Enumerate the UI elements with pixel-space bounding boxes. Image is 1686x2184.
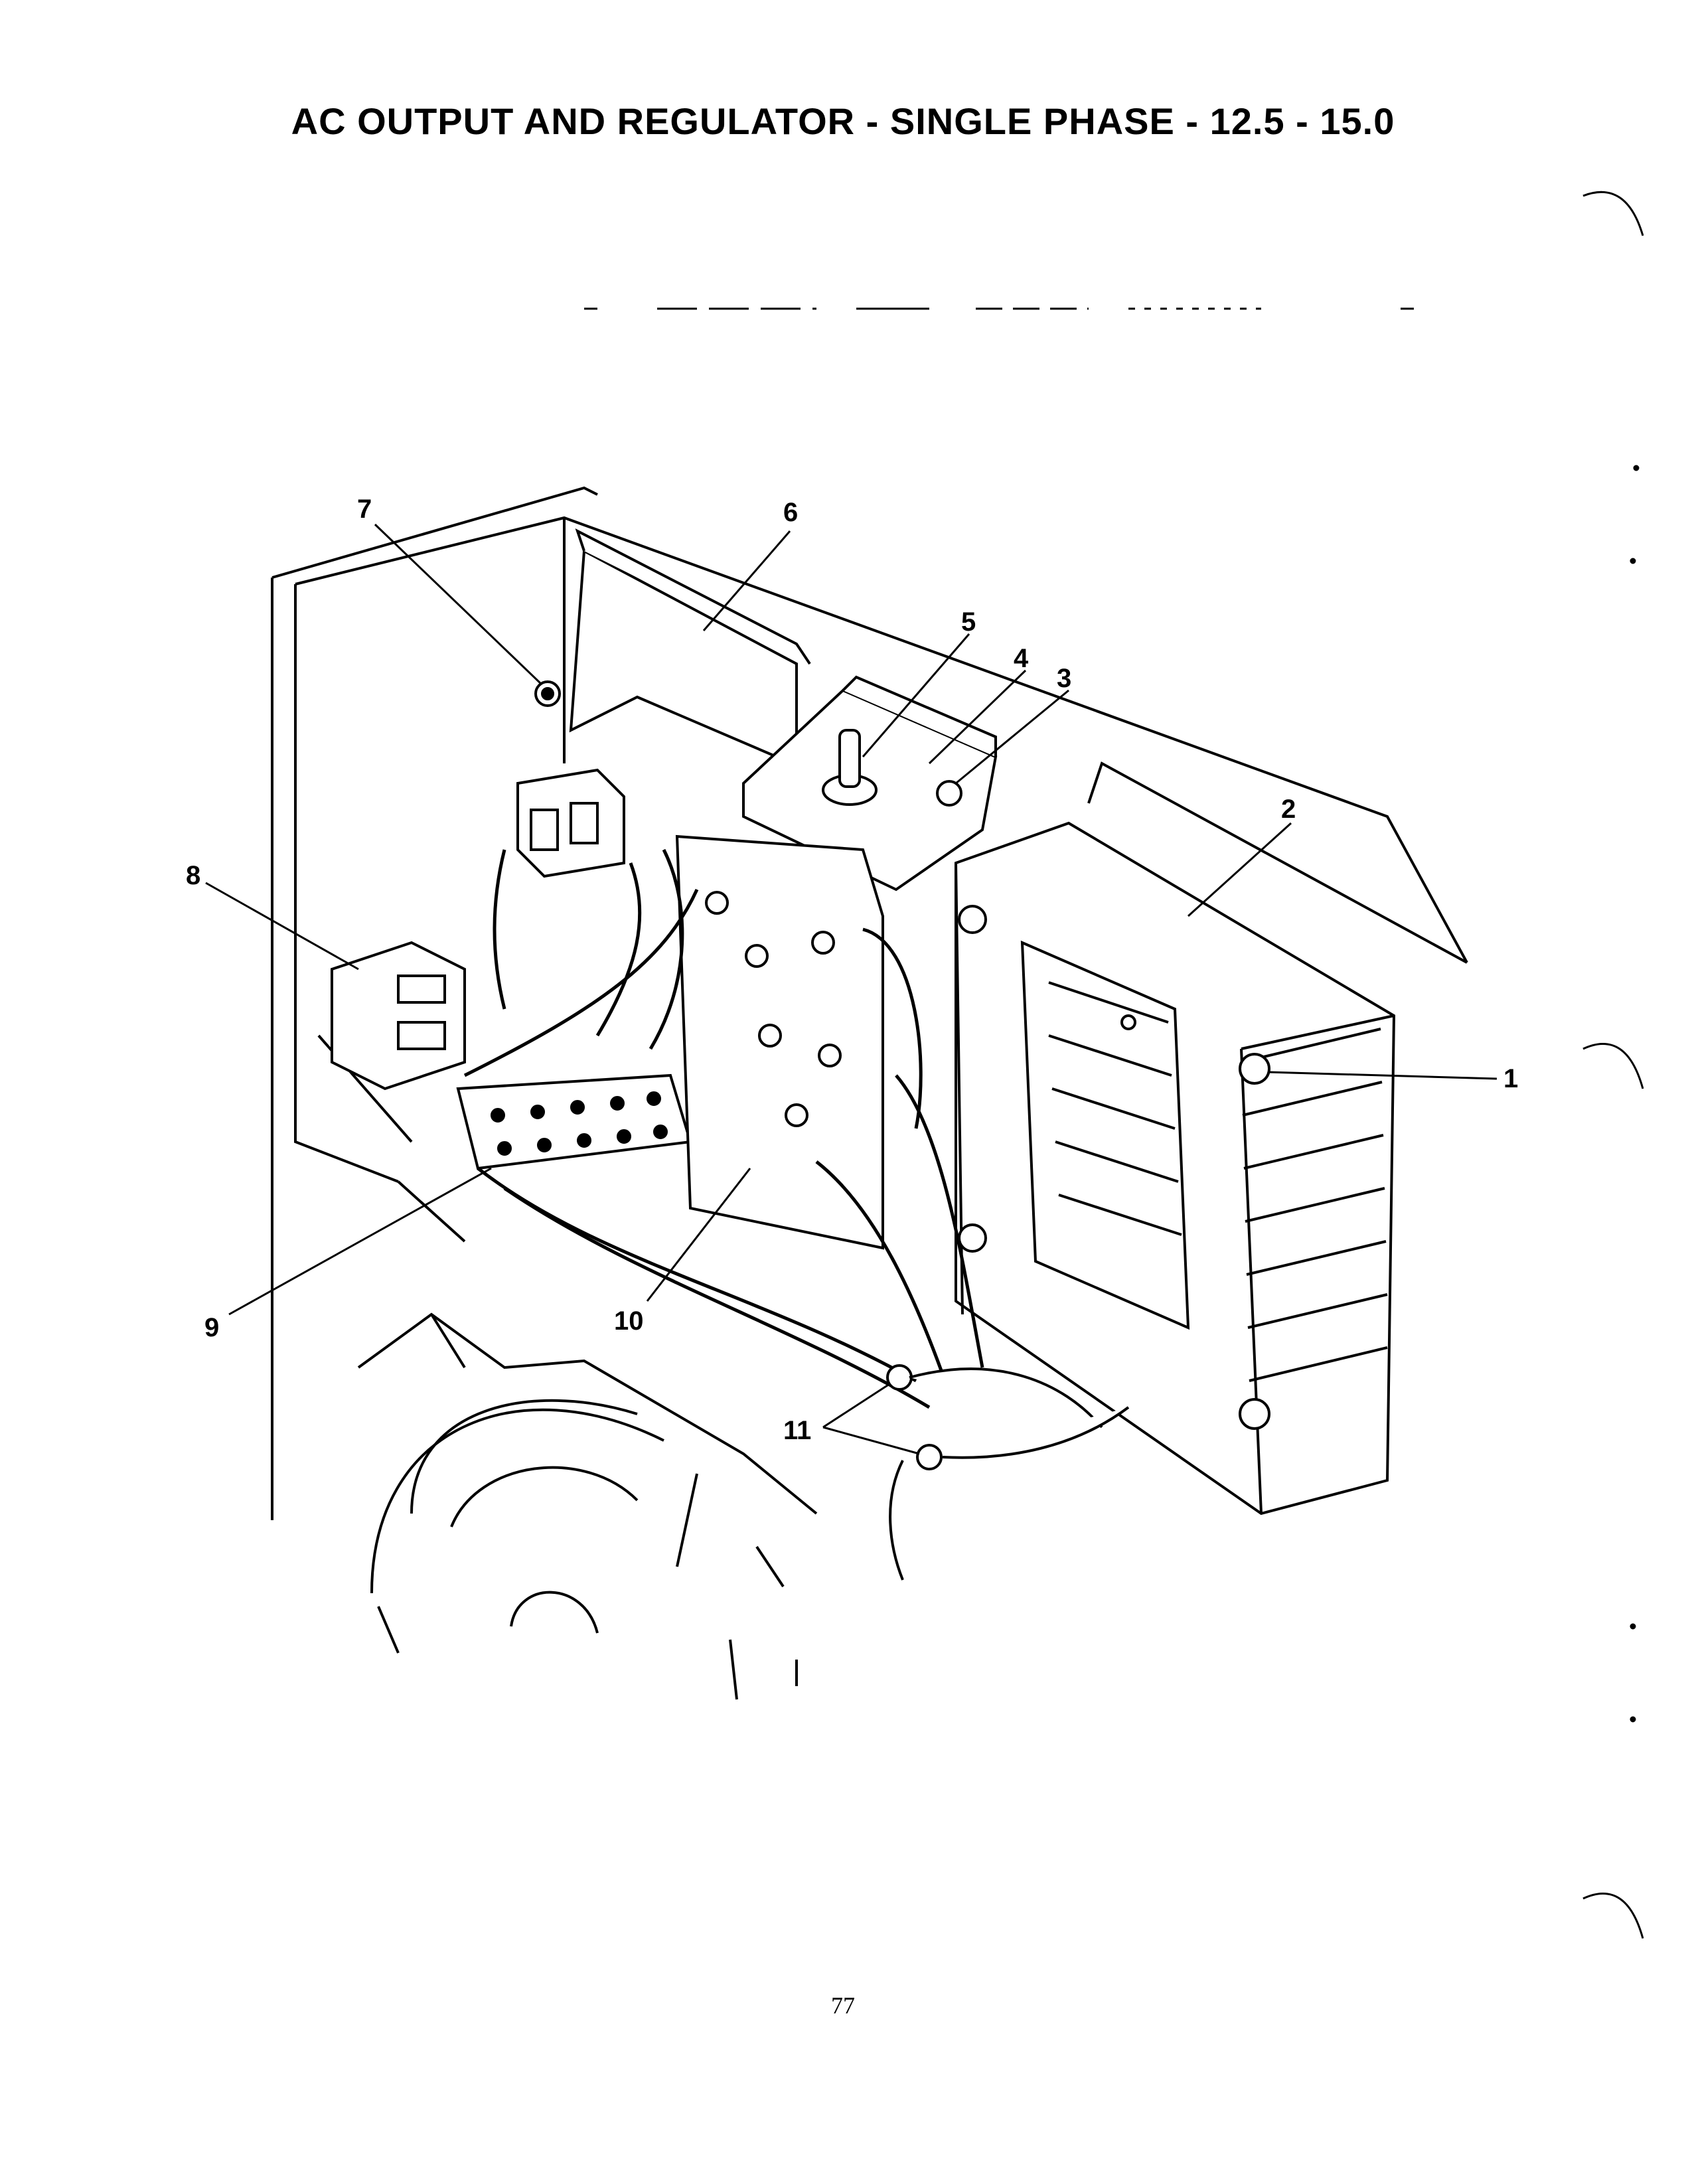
leader-9 [228, 1167, 492, 1316]
bolt-7 [534, 680, 561, 707]
callout-2: 2 [1281, 795, 1296, 824]
callout-5: 5 [961, 607, 976, 637]
toggle-switch [822, 729, 878, 806]
wire-harness [463, 848, 984, 1409]
leader-11a [822, 1383, 890, 1429]
leader-6 [702, 530, 791, 631]
leader-10 [646, 1168, 751, 1302]
callout-1: 1 [1503, 1064, 1518, 1093]
callout-11: 11 [783, 1416, 811, 1445]
callout-10: 10 [614, 1306, 644, 1336]
generator-housing-panel [271, 486, 1468, 1520]
leader-1 [1267, 1071, 1497, 1080]
transformer-core [955, 821, 1396, 1516]
regulator-board [675, 834, 884, 1250]
connector-block-upper [516, 768, 625, 878]
screw-3 [936, 780, 962, 807]
leader-11b [822, 1426, 920, 1455]
callout-3: 3 [1057, 664, 1071, 693]
callout-6: 6 [783, 498, 798, 527]
leader-7 [374, 523, 542, 685]
core-bolts [958, 905, 1270, 1430]
callout-4: 4 [1014, 644, 1029, 673]
callout-labels: 1 2 3 4 5 6 7 8 9 10 11 [186, 495, 1518, 1445]
callout-9: 9 [204, 1313, 219, 1342]
leader-4 [928, 669, 1027, 765]
page-number: 77 [831, 1992, 855, 2019]
callout-leader-lines [205, 523, 1497, 1455]
lower-engine-shroud [357, 1312, 904, 1700]
page-title: AC OUTPUT AND REGULATOR - SINGLE PHASE -… [291, 100, 1395, 142]
bolt-1 [1239, 1053, 1270, 1085]
scan-margin-marks [1582, 191, 1644, 1939]
callout-8: 8 [186, 861, 200, 890]
callout-7: 7 [357, 495, 372, 524]
connector-block-8 [331, 941, 466, 1091]
leader-5 [862, 633, 970, 757]
leader-3 [955, 689, 1069, 785]
leader-8 [205, 882, 359, 971]
leader-2 [1187, 822, 1292, 917]
terminal-strip [456, 1073, 692, 1170]
output-terminals [886, 1364, 1130, 1470]
